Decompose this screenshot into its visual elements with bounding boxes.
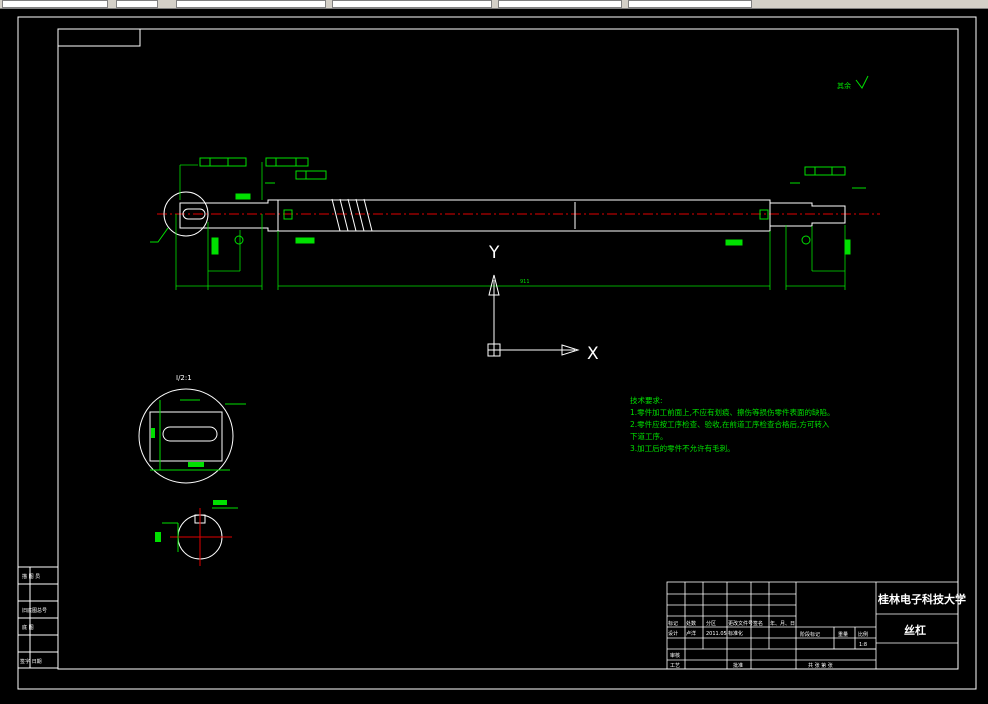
axis-label-y: Y — [488, 243, 500, 263]
tb-cell: 阶段标记 — [800, 631, 820, 638]
university-name: 桂林电子科技大学 — [877, 592, 966, 606]
tb-scale: 1:8 — [859, 642, 867, 648]
toolbar-field[interactable] — [176, 0, 326, 8]
tb-cell: 批准 — [733, 662, 743, 669]
detail-label: I/2:1 — [176, 374, 192, 382]
tb-cell: 标记 — [668, 620, 678, 627]
tb-cell: 重量 — [838, 631, 848, 638]
toolbar-field[interactable] — [498, 0, 622, 8]
outer-frame — [17, 16, 977, 690]
detail-circle-marker — [163, 191, 209, 237]
ucs-icon — [487, 274, 580, 357]
roughness-symbol — [855, 75, 869, 89]
surface-note: 其余 — [837, 81, 851, 90]
tb-cell: 共 张 第 张 — [808, 662, 833, 669]
toolbar-field[interactable] — [628, 0, 752, 8]
detail-leader — [150, 227, 169, 243]
shaft-main-view — [157, 198, 880, 232]
tech-line: 2.零件应按工序检查、验收,在前道工序检查合格后,方可转入 — [630, 419, 830, 429]
toolbar-field[interactable] — [332, 0, 492, 8]
autocad-toolbar — [0, 0, 988, 9]
tolerance-frames — [199, 157, 866, 255]
detail-view — [138, 388, 246, 484]
tb-cell: 比例 — [858, 631, 868, 638]
left-strip — [17, 566, 59, 669]
tb-cell: 设计 — [668, 630, 678, 637]
tb-cell: 分区 — [706, 620, 716, 627]
tb-cell: 签名 — [753, 620, 763, 627]
tb-cell: 标准化 — [728, 630, 743, 637]
technical-requirements: 技术要求: 1.零件加工前面上,不应有划痕、擦伤等损伤零件表面的缺陷。 2.零件… — [630, 395, 835, 453]
toolbar-field[interactable] — [116, 0, 158, 8]
tech-line: 下道工序。 — [630, 431, 668, 441]
strip-label: 签字 日期 — [20, 658, 42, 665]
tb-cell: 2011.05 — [706, 631, 727, 637]
inner-frame — [57, 28, 959, 670]
drawing-canvas[interactable]: 其余 911 — [0, 9, 988, 700]
tb-cell: 更改文件号 — [728, 620, 753, 627]
section-view — [155, 500, 238, 566]
title-block — [666, 581, 959, 670]
toolbar-field[interactable] — [2, 0, 108, 8]
tb-cell: 工艺 — [670, 663, 680, 669]
strip-label: 旧底图总号 — [22, 607, 47, 614]
axis-label-x: X — [587, 344, 599, 364]
part-name: 丝杠 — [904, 623, 926, 637]
tech-line: 3.加工后的零件不允许有毛刺。 — [630, 443, 735, 453]
tech-line: 1.零件加工前面上,不应有划痕、擦伤等损伤零件表面的缺陷。 — [630, 407, 835, 417]
tb-cell: 审核 — [670, 652, 680, 659]
strip-label: 描 图 员 — [22, 573, 40, 580]
tech-heading: 技术要求: — [630, 395, 663, 405]
main-dimensions — [175, 162, 846, 290]
strip-label: 底 图 — [22, 624, 34, 631]
tb-cell: 处数 — [686, 620, 696, 627]
code-box — [57, 28, 141, 47]
dim-total: 911 — [520, 279, 530, 285]
tb-cell: 卢洋 — [686, 630, 696, 637]
tb-cell: 年、月、日 — [770, 620, 795, 627]
